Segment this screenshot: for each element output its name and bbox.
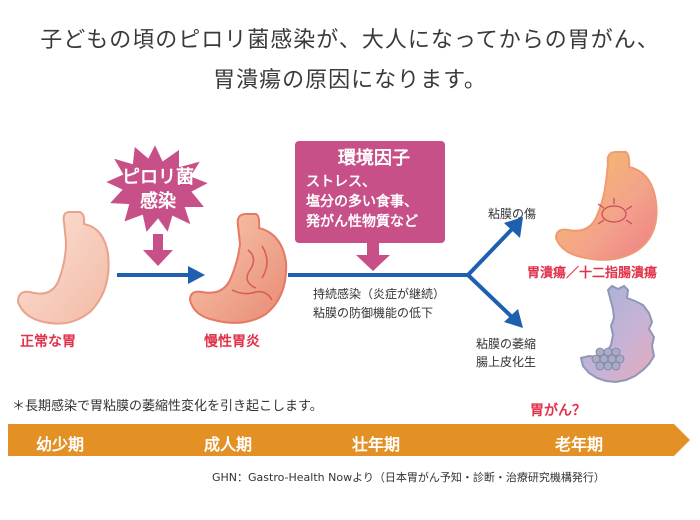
environment-title: 環境因子 bbox=[338, 148, 410, 169]
mucosa-atrophy-label: 粘膜の萎縮 bbox=[476, 337, 537, 351]
timeline-childhood: 幼少期 bbox=[36, 435, 85, 454]
environment-line-2: 塩分の多い食事、 bbox=[306, 194, 418, 210]
footnote: ＊長期感染で胃粘膜の萎縮性変化を引き起こします。 bbox=[12, 399, 323, 414]
headline-line-1: 子どもの頃のピロリ菌感染が、大人になってからの胃がん、 bbox=[40, 28, 660, 53]
path-note: 持続感染（炎症が継続） 粘膜の防御機能の低下 bbox=[313, 285, 445, 323]
source-credit: GHN：Gastro-Health Nowより（日本胃がん予知・診断・治療研究機… bbox=[212, 471, 605, 484]
mucosa-injury-label: 粘膜の傷 bbox=[488, 207, 537, 221]
blue-arrowheads bbox=[188, 217, 523, 328]
timeline-adulthood: 成人期 bbox=[204, 435, 253, 454]
environment-line-3: 発がん性物質など bbox=[306, 214, 418, 230]
path-note-line-1: 持続感染（炎症が継続） bbox=[313, 287, 446, 301]
pylori-burst bbox=[101, 140, 213, 237]
timeline-arrow bbox=[8, 424, 690, 456]
blue-flow-arrows bbox=[117, 224, 517, 322]
gastric-cancer-label: 胃がん？ bbox=[530, 403, 586, 419]
burst-text: ピロリ菌 感染 bbox=[108, 166, 208, 214]
burst-down-arrow bbox=[143, 234, 173, 266]
timeline-old-age: 老年期 bbox=[555, 435, 604, 454]
ulcer-stomach bbox=[554, 151, 658, 261]
burst-line-1: ピロリ菌 bbox=[122, 167, 194, 188]
environment-box bbox=[295, 141, 445, 243]
environment-down-arrow bbox=[356, 243, 390, 271]
path-note-line-2: 粘膜の防御機能の低下 bbox=[313, 306, 434, 320]
cancer-stomach bbox=[579, 284, 656, 384]
environment-text: 環境因子 ストレス、 塩分の多い食事、 発がん性物質など bbox=[306, 146, 442, 232]
burst-line-2: 感染 bbox=[140, 191, 176, 212]
normal-stomach bbox=[16, 211, 110, 325]
headline-line-2: 胃潰瘍の原因になります。 bbox=[213, 68, 487, 93]
timeline-middle-age: 壮年期 bbox=[352, 435, 401, 454]
chronic-gastritis-label: 慢性胃炎 bbox=[204, 334, 260, 350]
normal-stomach-label: 正常な胃 bbox=[20, 334, 76, 350]
chronic-gastritis-stomach bbox=[188, 213, 288, 324]
environment-line-1: ストレス、 bbox=[306, 174, 376, 190]
intestinal-metaplasia-label: 腸上皮化生 bbox=[476, 355, 537, 369]
ulcer-label: 胃潰瘍／十二指腸潰瘍 bbox=[527, 266, 658, 281]
